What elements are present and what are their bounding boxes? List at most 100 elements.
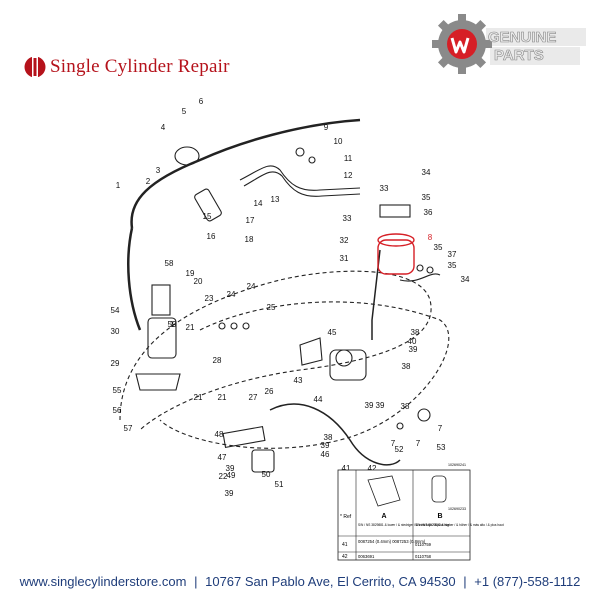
inset-row-b: 0110759 <box>415 542 432 547</box>
part-number-label: 36 <box>424 208 433 217</box>
badge-line-1: GENUINE <box>488 29 556 46</box>
part-number-label: 16 <box>207 232 216 241</box>
part-number-label: 32 <box>340 236 349 245</box>
part-number-label: 44 <box>314 395 323 404</box>
part-number-label: 43 <box>294 376 303 385</box>
part-number-label: 24 <box>227 290 236 299</box>
part-number-label: 48 <box>215 430 224 439</box>
part-number-label: 46 <box>321 450 330 459</box>
part-number-label: 29 <box>111 359 120 368</box>
part-number-label: 7 <box>416 439 421 448</box>
part-number-label: 30 <box>111 327 120 336</box>
part-number-label: 23 <box>205 294 214 303</box>
genuine-parts-badge: GENUINE PARTS <box>432 14 586 74</box>
part-number-label: 40 <box>408 337 417 346</box>
part-number-label: 4 <box>161 123 166 132</box>
brand-mark-icon <box>24 56 46 78</box>
part-number-label: 37 <box>448 250 457 259</box>
part-number-label: 33 <box>343 214 352 223</box>
website-link[interactable]: www.singlecylinderstore.com <box>19 574 187 589</box>
part-number-label: 12 <box>344 171 353 180</box>
gear-icon <box>432 14 492 74</box>
inset-col-ref: * Ref <box>340 514 352 520</box>
part-number-label: 49 <box>227 471 236 480</box>
inset-col-b-desc: S/N / NS 3829882 & higher / & höher / & … <box>415 523 504 527</box>
part-number-label: 33 <box>380 184 389 193</box>
brand-logo[interactable]: Single Cylinder Repair <box>24 54 230 80</box>
part-number-label: 24 <box>247 282 256 291</box>
brand-name: Single Cylinder Repair <box>50 56 230 77</box>
inset-row-a: 0087254 (0.4mm) 0087253 (0.8mm) <box>358 539 426 544</box>
part-number-label: 56 <box>113 406 122 415</box>
part-number-label: 14 <box>254 199 263 208</box>
part-number-label: 6 <box>199 97 204 106</box>
inset-row-ref: 41 <box>342 542 348 548</box>
part-number-label: 45 <box>328 328 337 337</box>
part-number-label: 19 <box>186 269 195 278</box>
part-number-label: 15 <box>203 212 212 221</box>
figure-code-inset: 102690233 <box>448 507 466 511</box>
part-number-label: 38 <box>401 402 410 411</box>
part-number-label: 35 <box>434 243 443 252</box>
part-number-label: 53 <box>437 443 446 452</box>
part-number-label: 39 <box>225 489 234 498</box>
footer-separator: | <box>194 574 198 589</box>
part-number-label: 13 <box>271 195 280 204</box>
part-number-label: 50 <box>262 470 271 479</box>
inset-row-b: 0110758 <box>415 554 432 559</box>
part-number-label: 7 <box>438 424 443 433</box>
part-number-label: 59 <box>168 320 177 329</box>
part-number-label: 3 <box>156 166 161 175</box>
part-number-label: 28 <box>213 356 222 365</box>
part-number-label: 47 <box>218 453 227 462</box>
inset-row-ref: 42 <box>342 554 348 560</box>
part-number-label: 10 <box>334 137 343 146</box>
part-number-label: 35 <box>422 193 431 202</box>
part-number-label: 26 <box>265 387 274 396</box>
part-number-label: 39 <box>409 345 418 354</box>
part-number-label: 2 <box>146 177 151 186</box>
part-number-label: 54 <box>111 306 120 315</box>
part-number-label: 11 <box>344 154 353 163</box>
inset-row-a: 0063691 <box>358 554 375 559</box>
inset-col-a: A <box>381 513 386 520</box>
part-number-label: 39 <box>376 401 385 410</box>
inset-table: A B * Ref S/N / NS 3829881 & lower / & n… <box>337 469 504 561</box>
part-number-label: 42 <box>368 464 377 473</box>
inset-col-a-desc: S/N / NS 3829881 & lower / & niedriger /… <box>358 523 450 527</box>
part-number-label: 5 <box>182 107 187 116</box>
part-number-label: 9 <box>324 123 329 132</box>
part-number-label: 38 <box>324 433 333 442</box>
part-number-label: 38 <box>402 362 411 371</box>
inset-col-b: B <box>437 513 442 520</box>
part-number-label: 1 <box>170 320 175 329</box>
part-number-label: 22 <box>219 472 228 481</box>
contact-footer: www.singlecylinderstore.com | 10767 San … <box>0 574 600 589</box>
part-number-label: 21 <box>218 393 227 402</box>
part-number-label: 21 <box>186 323 195 332</box>
part-number-label: 39 <box>321 441 330 450</box>
part-number-label: 34 <box>422 168 431 177</box>
part-number-label: 8 <box>428 233 433 242</box>
store-address: 10767 San Pablo Ave, El Cerrito, CA 9453… <box>205 574 456 589</box>
part-number-label: 57 <box>124 424 133 433</box>
part-number-label: 7 <box>391 439 396 448</box>
footer-separator: | <box>463 574 467 589</box>
part-number-label: 52 <box>395 445 404 454</box>
figure-code-top: 102690241 <box>448 463 466 467</box>
phone-number[interactable]: +1 (877)-558-1112 <box>474 574 581 589</box>
part-number-label: 41 <box>342 464 351 473</box>
part-number-label: 21 <box>194 393 203 402</box>
part-number-label: 55 <box>113 386 122 395</box>
part-number-label: 17 <box>246 216 255 225</box>
part-number-label: 38 <box>411 328 420 337</box>
part-number-label: 20 <box>194 277 203 286</box>
part-number-label: 39 <box>226 464 235 473</box>
part-number-label: 1 <box>116 181 121 190</box>
badge-line-2: PARTS <box>494 47 544 64</box>
part-number-label: 34 <box>461 275 470 284</box>
part-number-label: 31 <box>340 254 349 263</box>
